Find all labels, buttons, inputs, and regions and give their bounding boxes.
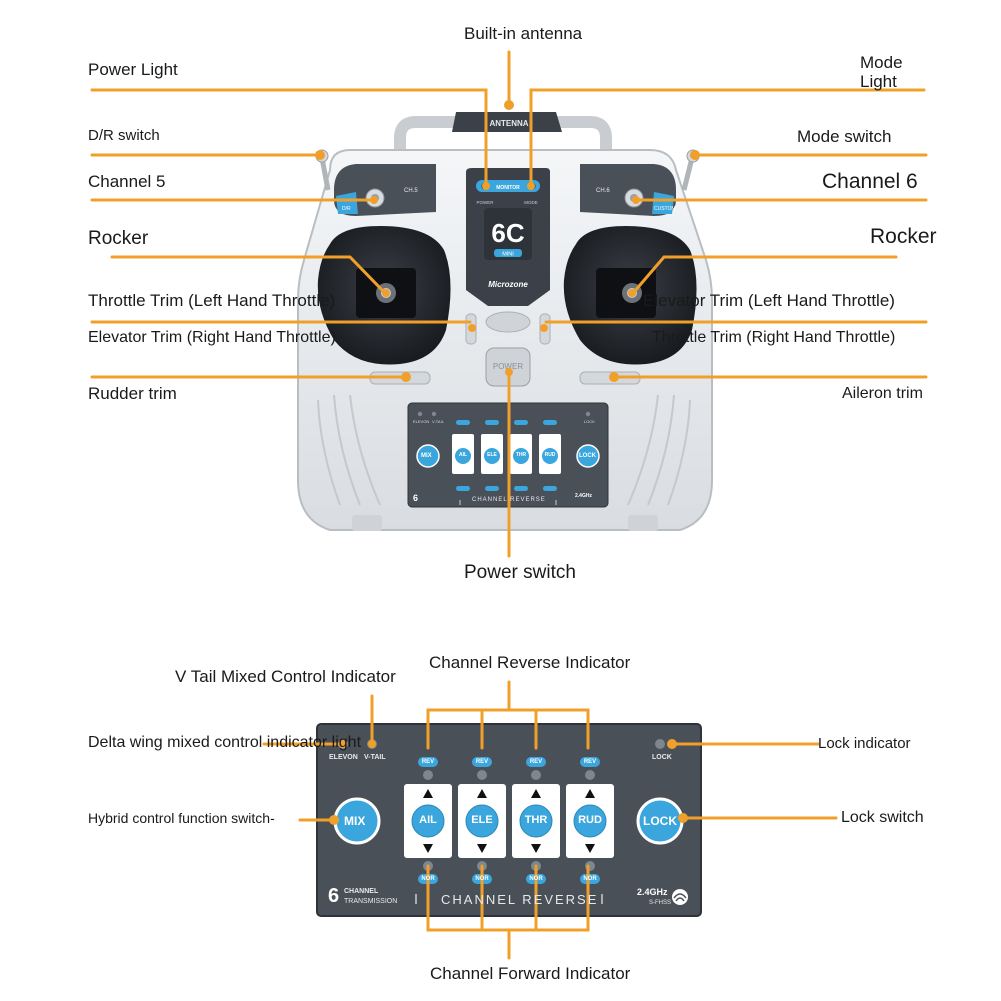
small-panel-mix: MIX (421, 453, 432, 459)
small-panel-lock-small: LOCK (584, 419, 595, 424)
down-arrow-icon (423, 844, 433, 853)
rev-pill (472, 757, 492, 767)
rev-led (423, 770, 433, 780)
panel-freq: 2.4GHz (637, 887, 668, 897)
antenna-plate (452, 112, 562, 132)
transmitter: ANTENNA CH.5 D/R CH.6 CUSTOM MONITOR POW… (297, 112, 713, 531)
power-button-text: POWER (493, 362, 523, 371)
power-text: POWER (476, 200, 494, 205)
custom-label: CUSTOM (654, 206, 676, 212)
rev-led (585, 770, 595, 780)
rev-label: REV (475, 759, 489, 765)
small-panel-six: 6 (413, 493, 419, 503)
up-arrow-icon (477, 789, 487, 798)
channel-label-ele: ELE (471, 814, 493, 826)
panel-transmission: TRANSMISSION (344, 898, 398, 905)
panel-six: 6 (328, 885, 340, 907)
small-panel-freq: 2.4GHz (575, 493, 592, 499)
small-channel-label-ail: AIL (458, 452, 468, 458)
up-arrow-icon (585, 789, 595, 798)
dr-label: D/R (342, 206, 351, 212)
label-channel-5: Channel 5 (88, 172, 166, 191)
label-channel-forward-indicator: Channel Forward Indicator (430, 964, 631, 983)
label-mode-switch: Mode switch (797, 127, 892, 146)
up-arrow-icon (531, 789, 541, 798)
nor-label: NOR (583, 876, 597, 882)
panel-mix-text: MIX (344, 814, 366, 828)
label-rocker-right: Rocker (870, 225, 937, 248)
label-dr-switch: D/R switch (88, 127, 160, 144)
up-arrow-icon (423, 789, 433, 798)
panel-lock-text: LOCK (643, 814, 677, 828)
nor-label: NOR (475, 876, 489, 882)
label-elevator-trim-right: Elevator Trim (Right Hand Throttle) (88, 329, 336, 346)
channel-panel (316, 723, 702, 917)
small-channel-label-thr: THR (515, 452, 527, 458)
small-panel-lock: LOCK (579, 453, 596, 459)
label-throttle-trim-right: Throttle Trim (Right Hand Throttle) (652, 329, 896, 346)
ch5-label: CH.5 (404, 188, 418, 194)
down-arrow-icon (477, 844, 487, 853)
rev-led (531, 770, 541, 780)
channel-button-thr[interactable] (519, 804, 553, 838)
channel-label-rud: RUD (578, 814, 602, 826)
channel-label-thr: THR (524, 814, 548, 826)
down-arrow-icon (531, 844, 541, 853)
ch6-label: CH.6 (596, 188, 610, 194)
channel-button-rud[interactable] (573, 804, 607, 838)
label-lock-indicator: Lock indicator (818, 735, 911, 752)
label-power-light: Power Light (88, 60, 178, 79)
brand-logo: Microzone (488, 280, 528, 289)
label-built-in-antenna: Built-in antenna (464, 24, 583, 43)
panel-elevon: ELEVON (329, 754, 358, 761)
small-channel-label-ele: ELE (487, 452, 497, 458)
rev-led (477, 770, 487, 780)
antenna-plate-text: ANTENNA (489, 119, 528, 128)
small-panel-vtail: V-TAIL (432, 419, 444, 424)
small-channel-label-rud: RUD (544, 452, 556, 458)
wireless-icon (672, 889, 688, 905)
label-delta-wing-indicator: Delta wing mixed control indicator light (88, 734, 362, 751)
down-arrow-icon (585, 844, 595, 853)
monitor-text: MONITOR (496, 185, 520, 191)
rev-label: REV (529, 759, 543, 765)
nor-label: NOR (529, 876, 543, 882)
panel-vtail: V-TAIL (364, 754, 386, 761)
label-hybrid-switch: Hybrid control function switch- (88, 810, 275, 826)
label-rocker-left: Rocker (88, 228, 149, 249)
rev-label: REV (583, 759, 597, 765)
nor-pill (580, 874, 600, 884)
channel-button-ail[interactable] (411, 804, 445, 838)
nor-label: NOR (421, 876, 435, 882)
panel-channel-word: CHANNEL (344, 888, 379, 895)
small-panel-elevon: ELEVON (413, 419, 430, 424)
label-power-switch: Power switch (464, 562, 576, 583)
rev-pill (526, 757, 546, 767)
model-sub: MINI (502, 252, 514, 258)
panel-lock-small: LOCK (652, 754, 672, 761)
top-leaders (90, 50, 928, 558)
small-panel-reverse: CHANNEL REVERSE (472, 497, 546, 503)
label-channel-6: Channel 6 (822, 170, 918, 193)
label-throttle-trim-left: Throttle Trim (Left Hand Throttle) (88, 291, 336, 310)
label-mode-light: Mode Light (860, 53, 903, 91)
label-channel-reverse-indicator: Channel Reverse Indicator (429, 653, 631, 672)
label-vtail-indicator: V Tail Mixed Control Indicator (175, 667, 396, 686)
label-aileron-trim: Aileron trim (842, 385, 923, 402)
panel-fhss: S-FHSS (649, 900, 672, 906)
label-rudder-trim: Rudder trim (88, 384, 177, 403)
bottom-leaders (262, 680, 838, 960)
label-elevator-trim-left: Elevator Trim (Left Hand Throttle) (643, 291, 895, 310)
channel-label-ail: AIL (419, 814, 437, 826)
panel-channel-reverse: CHANNEL REVERSE (441, 892, 599, 907)
rev-label: REV (421, 759, 435, 765)
label-lock-switch: Lock switch (841, 809, 924, 826)
mode-text: MODE (524, 200, 538, 205)
rev-pill (418, 757, 438, 767)
model-number: 6C (491, 218, 524, 248)
rev-pill (580, 757, 600, 767)
channel-button-ele[interactable] (465, 804, 499, 838)
